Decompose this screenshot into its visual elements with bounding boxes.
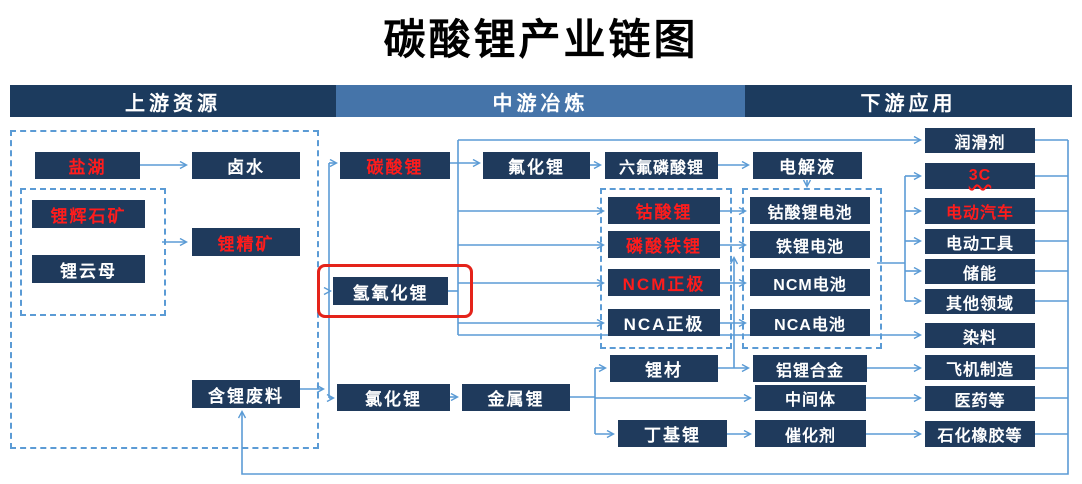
node-lithium-carbonate: 碳酸锂 [340,152,450,179]
node-3c: 3C [925,163,1035,189]
node-nca-cathode: NCA正极 [608,309,720,336]
header-midstream: 中游冶炼 [336,85,745,117]
node-lubricant: 润滑剂 [925,128,1035,153]
node-butyllithium: 丁基锂 [618,420,727,447]
node-brine: 卤水 [192,152,300,179]
node-intermediate: 中间体 [755,385,866,411]
header-upstream: 上游资源 [10,85,336,117]
group-box-batteries [742,188,882,349]
node-electrolyte: 电解液 [753,152,862,179]
node-salt-lake: 盐湖 [35,152,140,179]
node-ncm-battery: NCM电池 [750,269,870,296]
node-lithium-hydroxide: 氢氧化锂 [333,277,448,305]
page-title: 碳酸锂产业链图 [383,16,699,63]
node-lithium-material: 锂材 [610,355,718,382]
red-highlight-box [317,264,473,318]
group-box-cathodes [600,188,732,349]
node-lco-battery: 钴酸锂电池 [750,197,870,224]
node-lepidolite: 锂云母 [32,255,145,283]
node-nca-battery: NCA电池 [750,309,870,336]
node-energy-storage: 储能 [925,259,1035,284]
header-downstream: 下游应用 [745,85,1072,117]
node-pharma: 医药等 [925,386,1035,411]
node-dye: 染料 [925,323,1035,348]
node-catalyst: 催化剂 [755,420,866,447]
node-lithium-concentrate: 锂精矿 [192,228,300,256]
node-al-li-alloy: 铝锂合金 [753,355,867,382]
node-aircraft-manufacturing: 飞机制造 [925,355,1035,380]
node-petrochemical-rubber: 石化橡胶等 [925,421,1035,447]
group-box-ores [20,188,166,316]
node-power-tools: 电动工具 [925,229,1035,254]
node-lithium-metal: 金属锂 [462,384,570,411]
node-lithium-waste: 含锂废料 [192,380,300,408]
node-other-fields: 其他领域 [925,289,1035,314]
node-lithium-fluoride: 氟化锂 [483,152,590,179]
node-ev: 电动汽车 [925,198,1035,224]
node-spodumene-ore: 锂辉石矿 [32,200,145,228]
node-lco-cathode: 钴酸锂 [608,197,720,224]
node-lfp-cathode: 磷酸铁锂 [608,231,720,258]
node-lfp-battery: 铁锂电池 [750,231,870,258]
node-ncm-cathode: NCM正极 [608,269,720,296]
node-lithium-hexafluorophosphate: 六氟磷酸锂 [605,152,718,179]
node-lithium-chloride: 氯化锂 [337,384,450,411]
